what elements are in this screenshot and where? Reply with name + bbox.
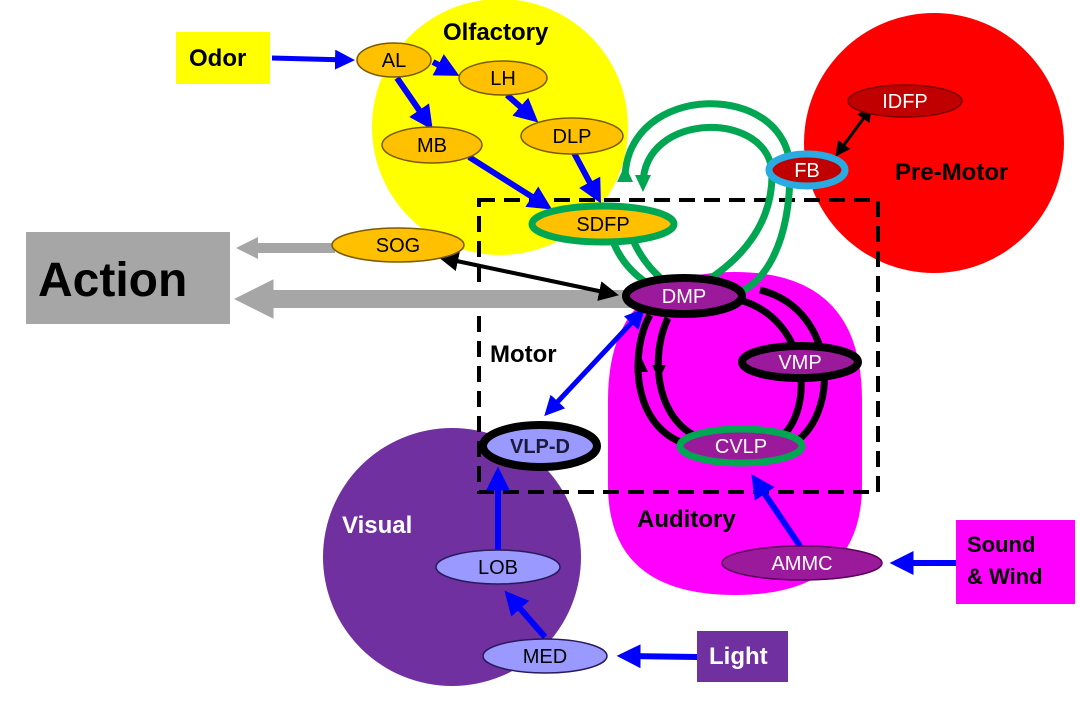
node-mb-label: MB <box>417 135 447 157</box>
motor-label: Motor <box>490 341 557 368</box>
node-fb-label: FB <box>794 160 820 182</box>
dmp-vlpd-arrow <box>544 308 645 417</box>
node-sog-label: SOG <box>376 235 420 257</box>
light-to-med-arrow <box>616 644 698 669</box>
node-ammc-label: AMMC <box>771 553 832 575</box>
visual-label: Visual <box>342 512 412 539</box>
green-loop-outer <box>621 100 794 299</box>
node-med-label: MED <box>523 646 567 668</box>
odor-label: Odor <box>189 45 246 72</box>
odor-to-al-arrow <box>271 49 355 70</box>
med-to-lob-arrow <box>504 590 548 639</box>
black-loop-arrowhead-down <box>652 365 666 380</box>
motor-region-box <box>477 198 880 494</box>
green-loop-inner <box>639 123 776 294</box>
node-vmp[interactable]: VMP <box>738 342 862 382</box>
node-sog[interactable]: SOG <box>331 227 465 263</box>
sound-label: Sound <box>967 532 1035 557</box>
node-lh[interactable]: LH <box>458 60 548 96</box>
odor-input-box <box>176 32 270 84</box>
premotor-region <box>804 13 1064 273</box>
light-label: Light <box>709 643 768 670</box>
node-dmp[interactable]: DMP <box>622 274 746 318</box>
green-loop-arrowhead-up <box>617 165 633 182</box>
mb-to-sdfp-arrow <box>467 154 553 210</box>
node-fb[interactable]: FB <box>765 150 849 190</box>
node-mb[interactable]: MB <box>381 126 483 164</box>
node-dmp-label: DMP <box>662 286 706 308</box>
green-loop-arrowhead-down <box>635 175 651 192</box>
node-lob-label: LOB <box>478 557 518 579</box>
node-al-label: AL <box>382 50 406 72</box>
al-to-mb-arrow <box>394 76 433 130</box>
node-vlpd-label: VLP-D <box>510 436 570 458</box>
node-lh-label: LH <box>490 68 516 90</box>
sound-wind-input-box <box>956 520 1075 604</box>
node-al[interactable]: AL <box>356 42 432 78</box>
node-vmp-label: VMP <box>778 352 821 374</box>
dlp-to-sdfp-arrow <box>571 151 601 204</box>
node-idfp[interactable]: IDFP <box>847 84 963 118</box>
olfactory-label: Olfactory <box>443 19 549 46</box>
light-input-box <box>697 631 788 682</box>
node-cvlp-label: CVLP <box>715 436 767 458</box>
action-label: Action <box>38 254 187 307</box>
action-box <box>26 232 230 324</box>
node-med[interactable]: MED <box>482 638 608 674</box>
idfp-fb-arrow <box>835 106 873 157</box>
node-dlp-label: DLP <box>553 126 592 148</box>
al-to-lh-arrow <box>431 54 460 76</box>
ammc-to-cvlp-arrow <box>751 474 803 548</box>
node-sdfp-label: SDFP <box>576 214 629 236</box>
node-sdfp[interactable]: SDFP <box>528 202 678 246</box>
node-vlpd[interactable]: VLP-D <box>479 421 601 471</box>
node-cvlp[interactable]: CVLP <box>676 425 806 467</box>
lh-to-dlp-arrow <box>505 92 539 123</box>
node-lob[interactable]: LOB <box>435 549 561 585</box>
premotor-label: Pre-Motor <box>895 159 1008 186</box>
sog-dmp-arrow <box>438 251 619 301</box>
wind-label: & Wind <box>967 564 1043 589</box>
node-idfp-label: IDFP <box>882 91 928 113</box>
node-ammc[interactable]: AMMC <box>721 545 883 581</box>
auditory-label: Auditory <box>637 506 736 533</box>
node-dlp[interactable]: DLP <box>520 117 624 155</box>
